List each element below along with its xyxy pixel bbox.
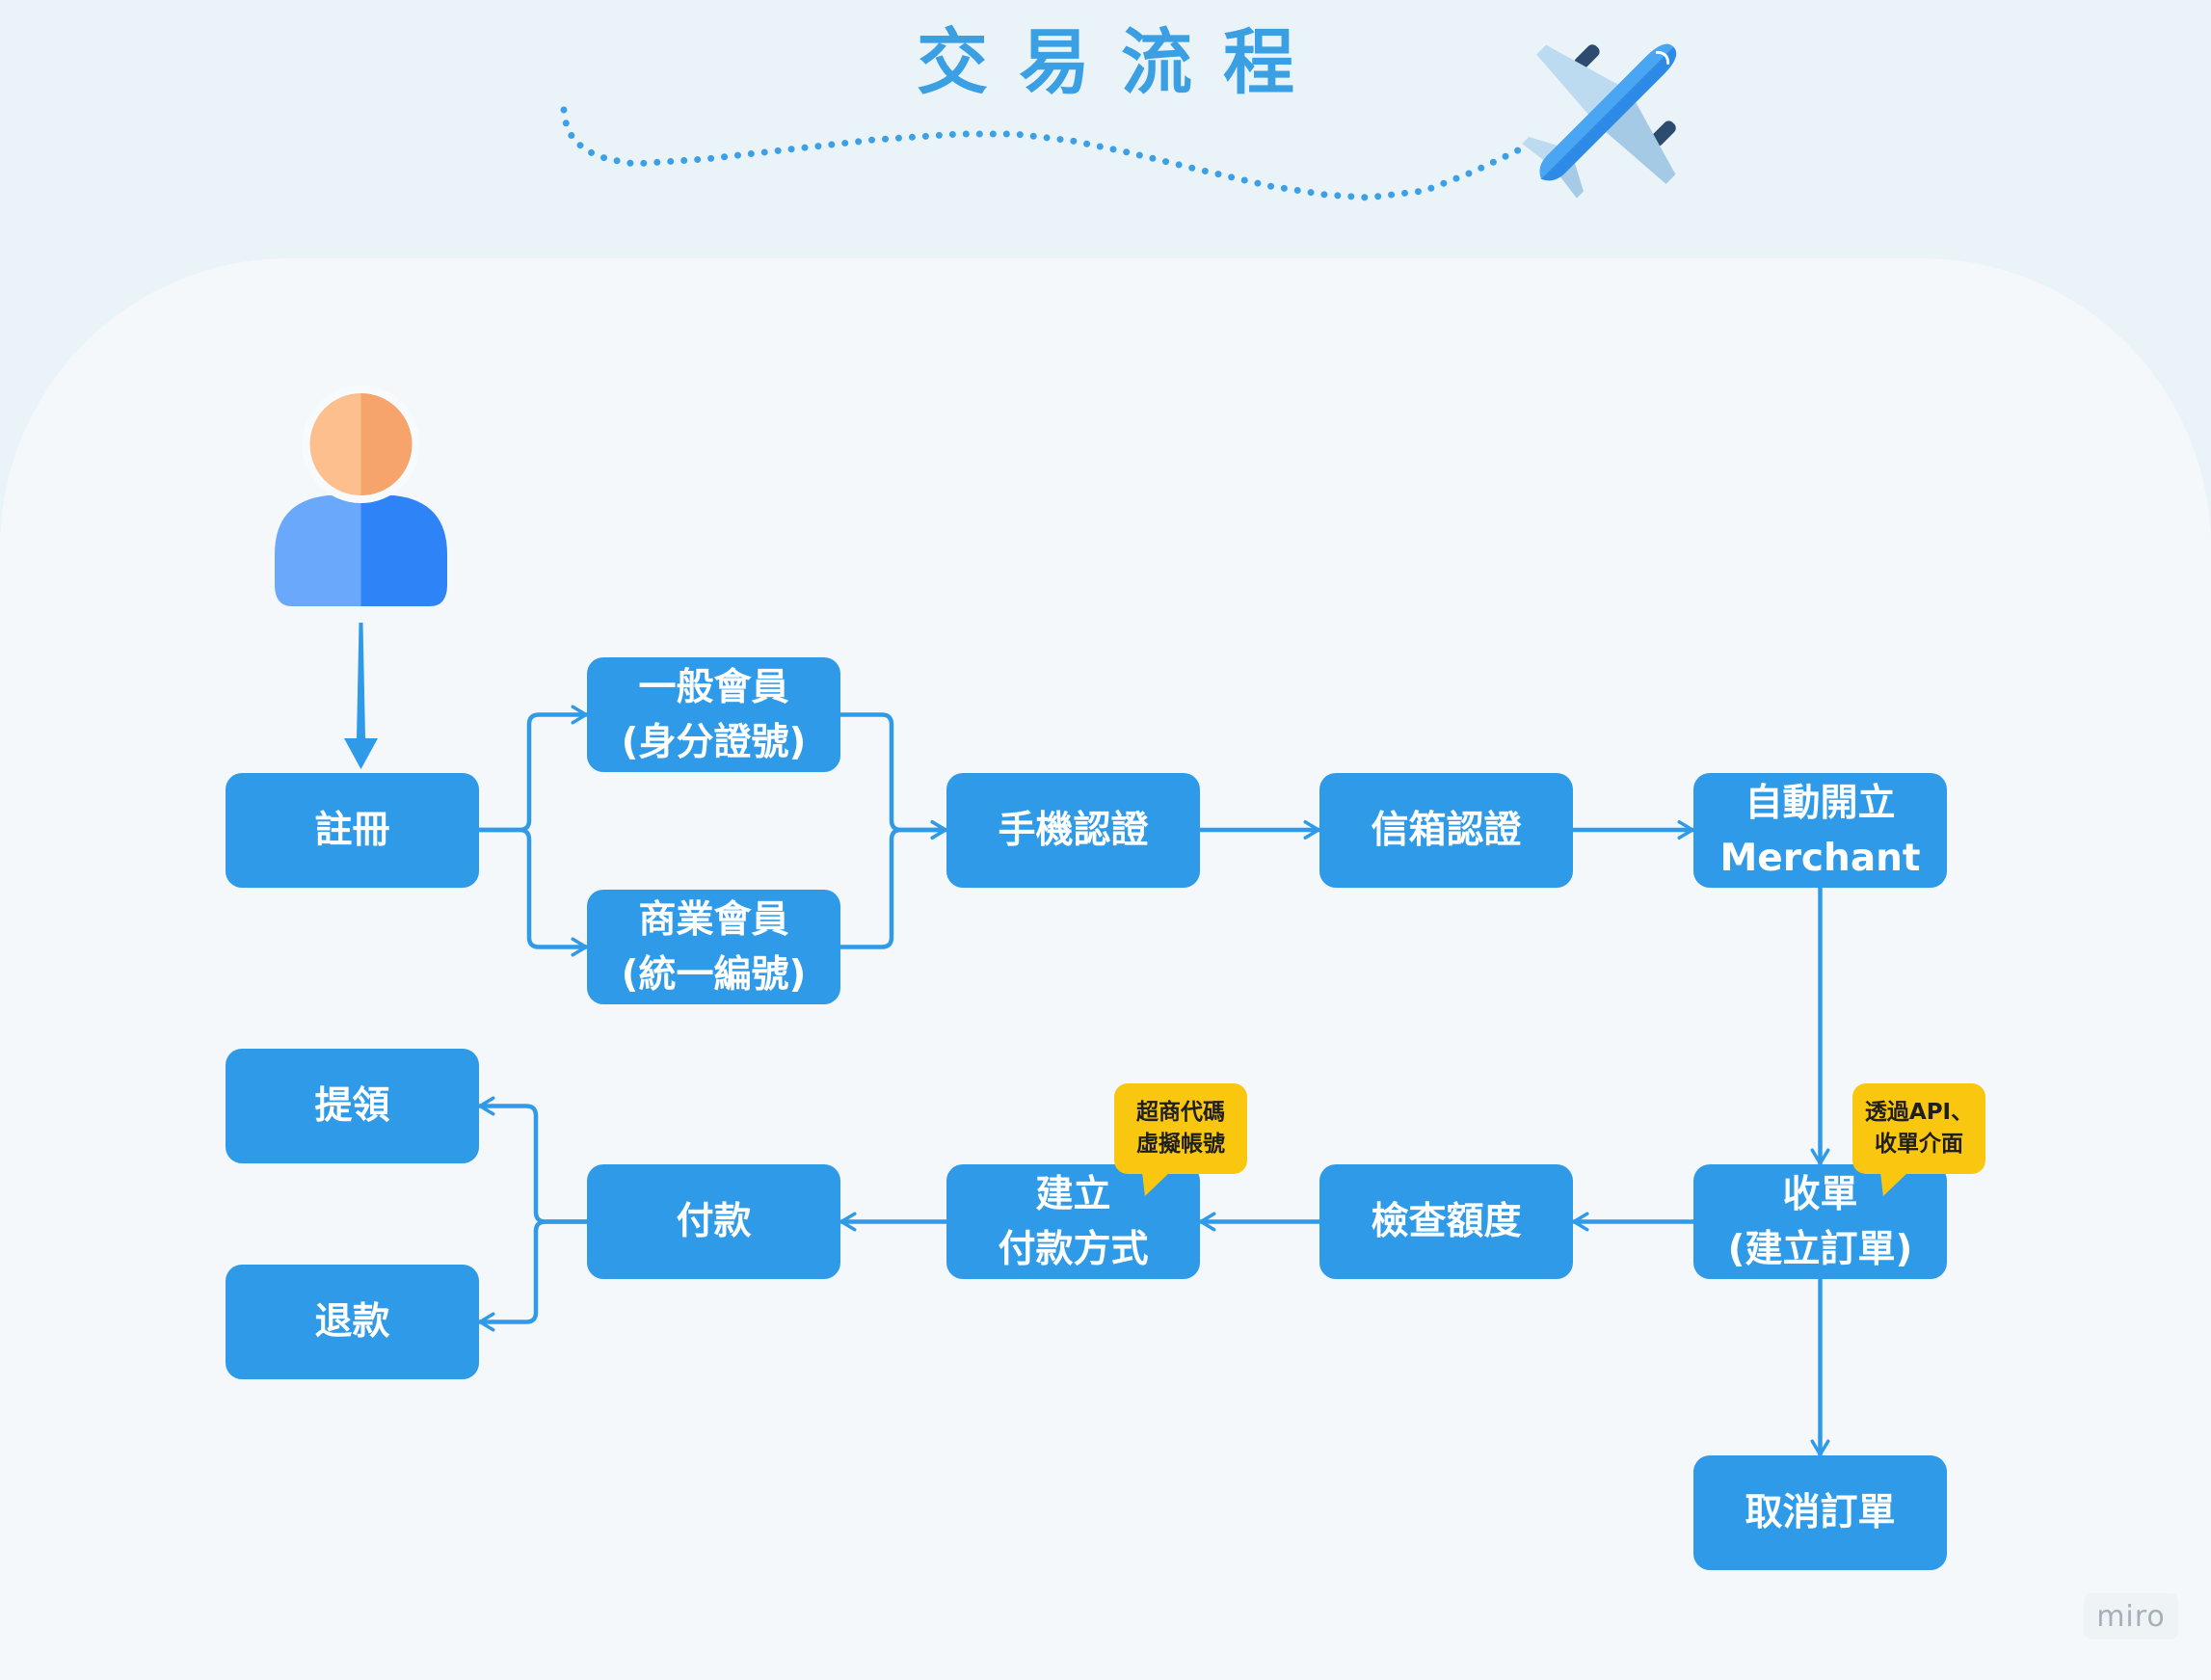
node-label: 檢查額度	[1371, 1200, 1522, 1243]
node-check-quota: 檢查額度	[1319, 1164, 1573, 1279]
note-line: 超商代碼	[1136, 1100, 1225, 1125]
note-acquiring-channels: 透過API、 收單介面	[1852, 1083, 1985, 1196]
node-auto-merchant: 自動開立 Merchant	[1693, 773, 1947, 888]
node-label: 取消訂單	[1745, 1491, 1896, 1534]
node-label: 提領	[314, 1084, 390, 1128]
note-line: 收單介面	[1875, 1132, 1963, 1157]
connector-general-phone	[838, 712, 948, 840]
connector-business-phone	[838, 820, 948, 949]
note-line: 虛擬帳號	[1136, 1132, 1225, 1157]
dotted-flight-path	[560, 106, 1544, 201]
node-sublabel: (身分證號)	[621, 720, 807, 764]
node-label: 收單	[1782, 1172, 1858, 1216]
node-label: 建立	[1035, 1172, 1111, 1216]
node-label: 退款	[314, 1300, 390, 1344]
node-label: 付款	[676, 1200, 752, 1243]
node-cancel-order: 取消訂單	[1693, 1455, 1947, 1570]
page-title: 交易流程	[917, 21, 1325, 104]
node-sublabel: 付款方式	[998, 1227, 1149, 1271]
user-icon	[275, 386, 447, 606]
connector-register-general	[476, 705, 589, 833]
connector-payment-withdrawal	[477, 1096, 590, 1224]
airplane-icon	[1522, 43, 1677, 199]
connector-register-business	[476, 827, 589, 957]
connector-payment-refund	[477, 1219, 590, 1332]
node-acquiring: 收單 (建立訂單)	[1693, 1164, 1947, 1279]
node-sublabel: (建立訂單)	[1727, 1227, 1913, 1271]
node-general-member: 一般會員 (身分證號)	[587, 657, 840, 772]
node-phone-verification: 手機認證	[946, 773, 1200, 888]
node-sublabel: (統一編號)	[621, 952, 807, 997]
node-label: 商業會員	[638, 897, 789, 942]
note-payment-methods: 超商代碼 虛擬帳號	[1114, 1083, 1247, 1196]
node-label: 手機認證	[998, 809, 1149, 852]
node-register: 註冊	[226, 773, 479, 888]
node-sublabel: Merchant	[1719, 836, 1921, 880]
note-line: 透過API、	[1864, 1100, 1974, 1125]
miro-watermark: miro	[2084, 1593, 2178, 1640]
node-label: 信箱認證	[1371, 809, 1522, 852]
node-payment: 付款	[587, 1164, 840, 1279]
node-refund: 退款	[226, 1265, 479, 1379]
node-create-payment-method: 建立 付款方式	[946, 1164, 1200, 1279]
node-business-member: 商業會員 (統一編號)	[587, 890, 840, 1004]
node-label: 一般會員	[638, 665, 789, 709]
node-email-verification: 信箱認證	[1319, 773, 1573, 888]
user-to-register-arrow	[344, 623, 378, 769]
node-label: 註冊	[314, 809, 390, 852]
node-label: 自動開立	[1745, 781, 1896, 825]
node-withdrawal: 提領	[226, 1049, 479, 1163]
